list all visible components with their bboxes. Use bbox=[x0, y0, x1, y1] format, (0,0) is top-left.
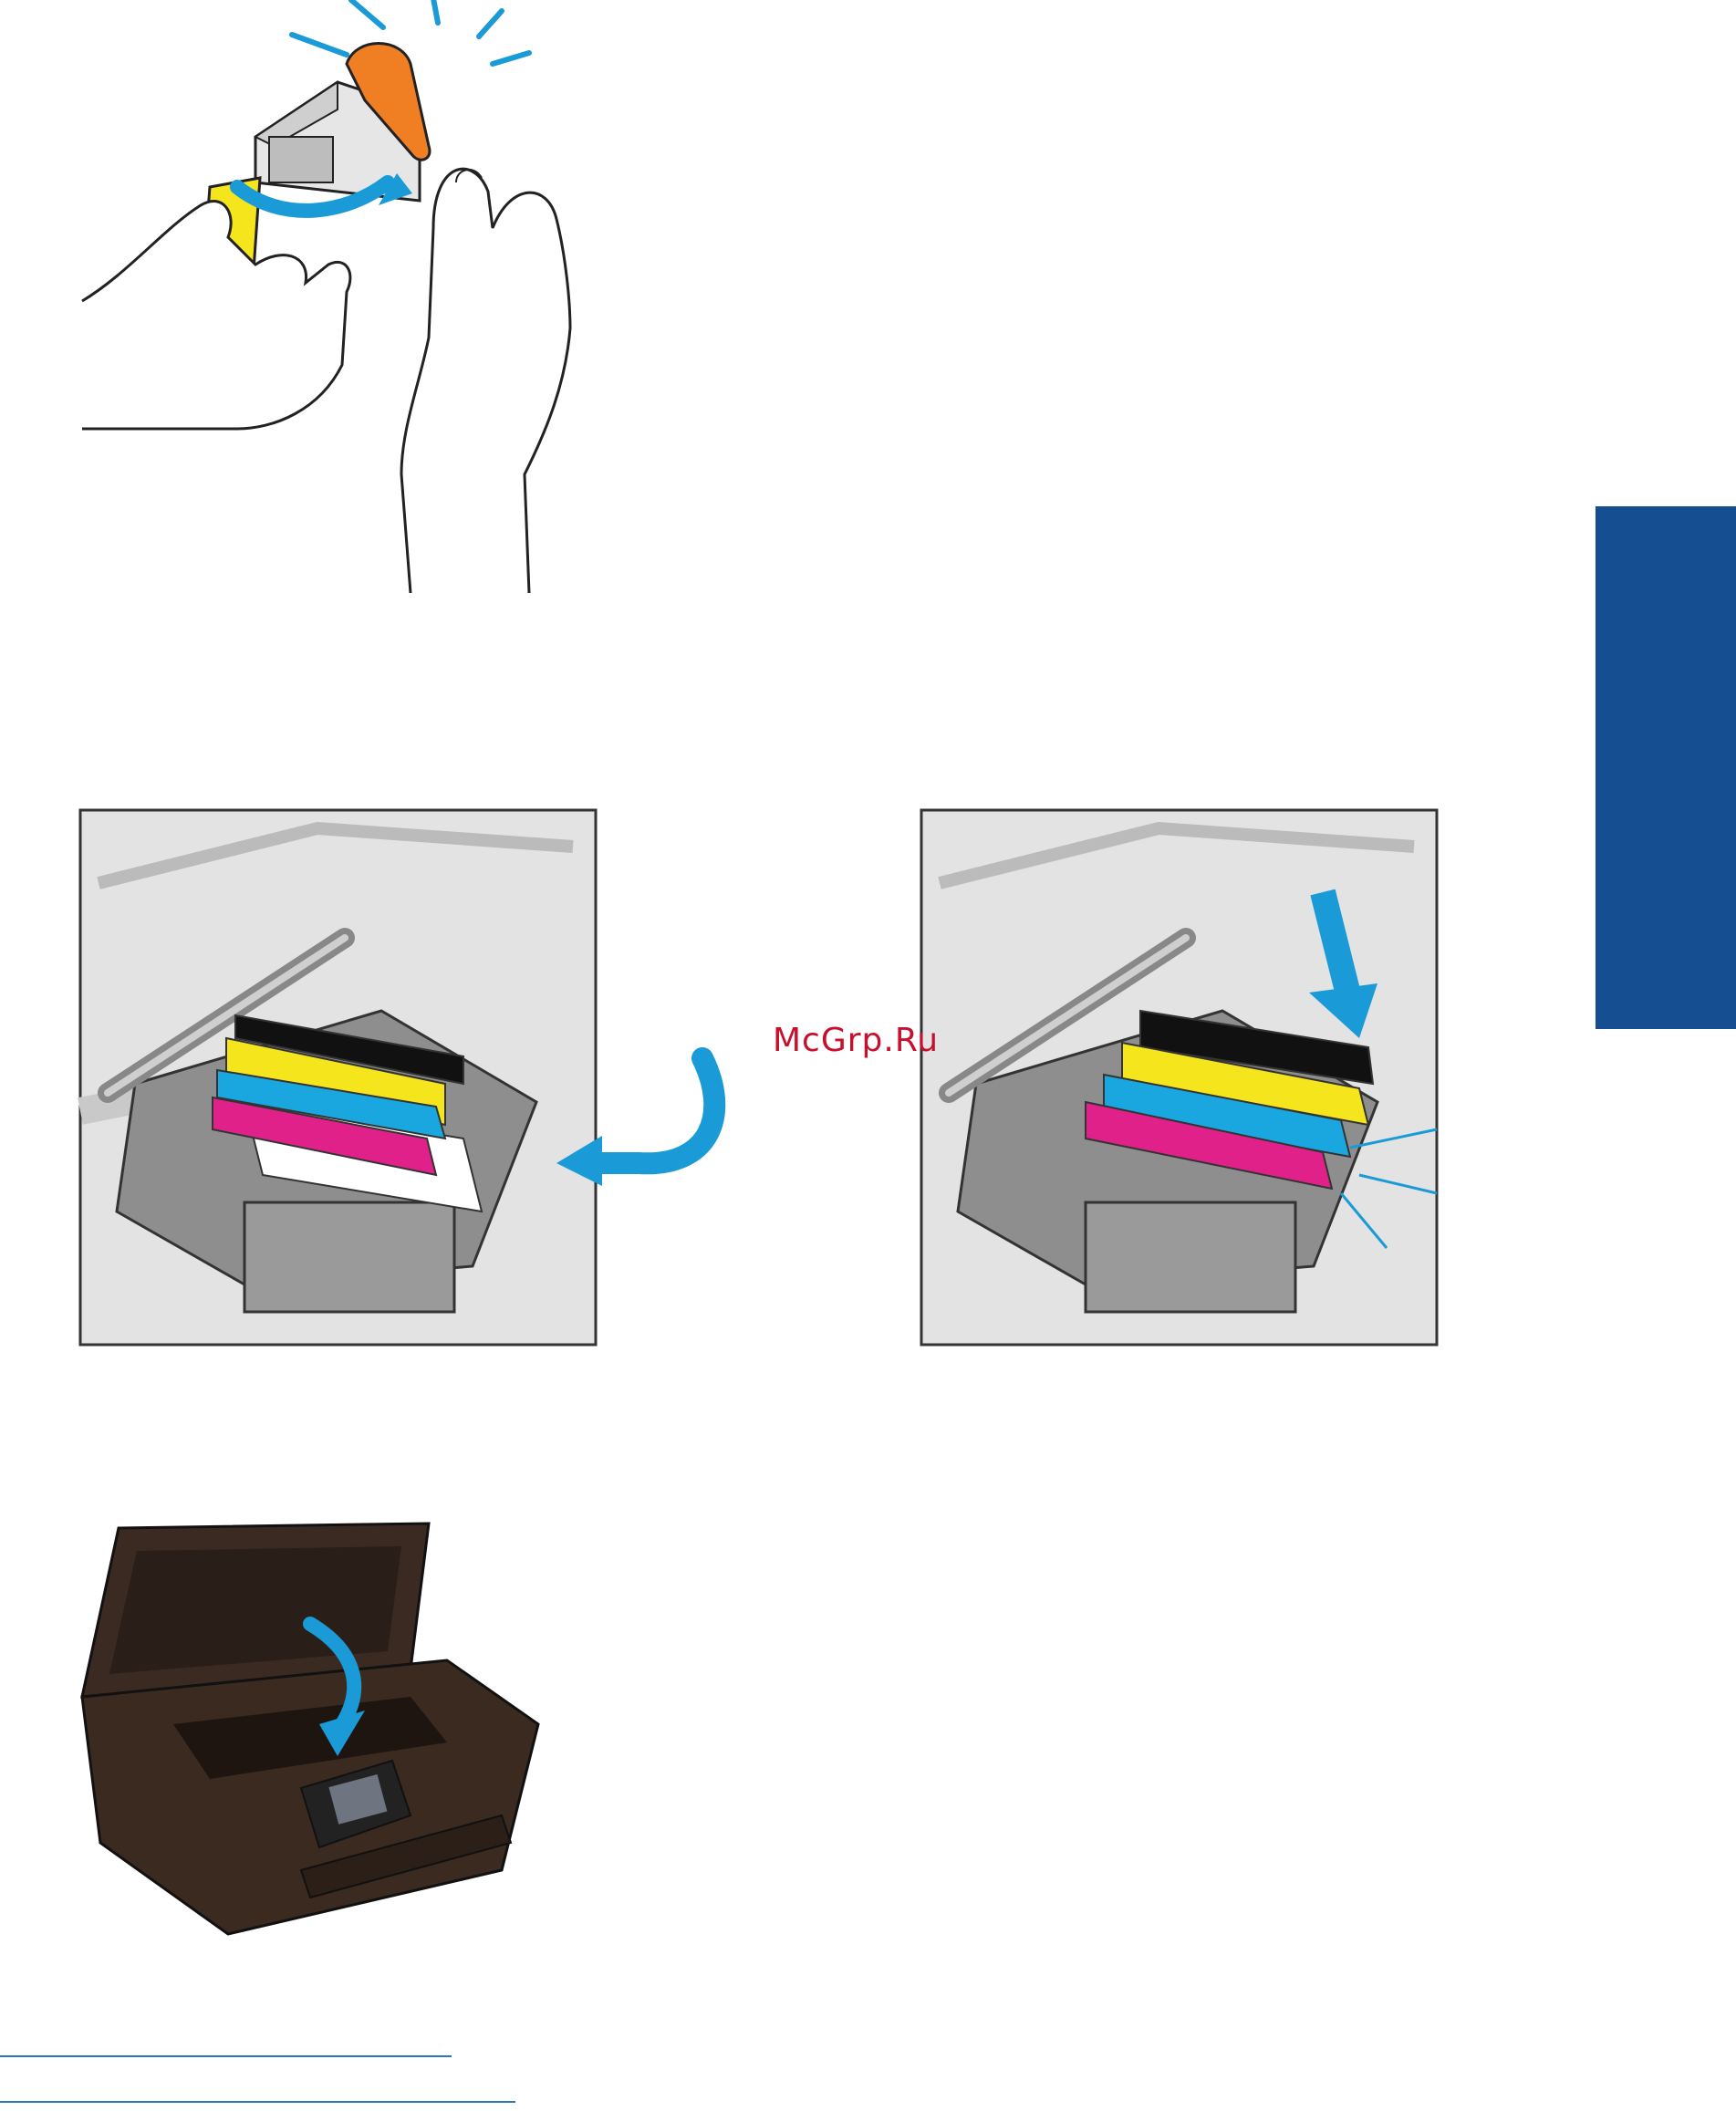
footer-rule-short bbox=[0, 2055, 452, 2057]
footer-rule-long bbox=[0, 2101, 515, 2103]
printer-close-lid-icon bbox=[64, 1514, 547, 1952]
curved-insert-arrow-icon bbox=[556, 1049, 739, 1186]
section-side-tab bbox=[1596, 506, 1736, 1029]
cartridge-carriage-insert-icon bbox=[80, 810, 596, 1345]
hands-removing-cartridge-tab-icon bbox=[73, 0, 566, 602]
watermark-text: McGrp.Ru bbox=[773, 1022, 939, 1059]
cartridge-carriage-seated-icon bbox=[921, 810, 1437, 1345]
